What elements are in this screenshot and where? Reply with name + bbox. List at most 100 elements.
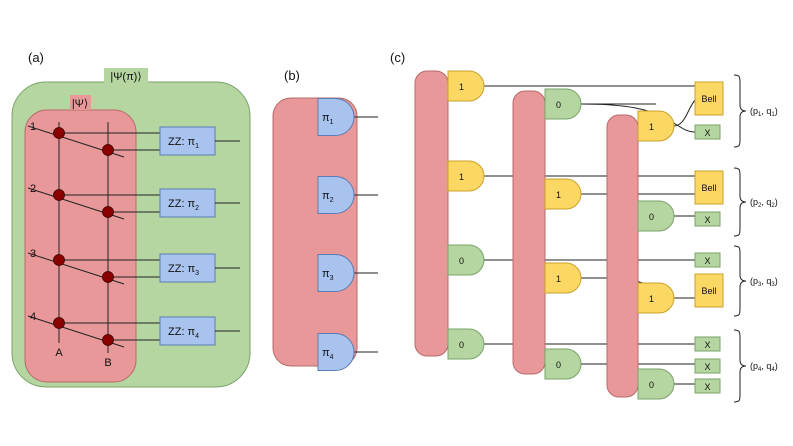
qubit-node [102,271,114,283]
pi-label: π3 [322,268,334,282]
pair-close: ) [775,197,778,207]
pi-label: π2 [322,190,334,204]
qubit-node [53,189,65,201]
zz-label: ZZ: π4 [168,326,199,340]
qubit-node [53,127,65,139]
bell-label: Bell [701,183,716,193]
bit-measurement [544,348,582,380]
x-box [694,211,721,227]
zz-subscript: 3 [195,270,199,277]
x-box [694,252,721,268]
bit-measurement [544,262,582,294]
zz-label: ZZ: π3 [168,263,199,277]
pair-separator: , q [761,197,771,207]
panel-label-a: (a) [28,50,44,65]
pair-close: ) [775,361,778,371]
inner-state-label: |Ψ⟩ [72,98,88,110]
brace [733,329,747,403]
bit-measurement [447,160,485,192]
panel-label-c: (c) [390,50,405,65]
bit-measurement [447,328,485,360]
pi-subscript: 4 [330,354,334,361]
brace [733,167,747,237]
qubit-number: 3 [30,248,36,260]
bell-label: Bell [701,94,716,104]
pi-measurement [317,333,355,371]
qubit-number: 2 [30,183,36,195]
bell-box [694,81,724,116]
column-label-a: A [55,347,63,359]
zz-label: ZZ: π2 [168,198,199,212]
bit-measurement [637,200,675,232]
qubit-node [102,206,114,218]
pair-subscript: 2 [771,203,775,209]
x-box [694,336,721,352]
bit-value: 1 [459,172,464,182]
bit-value: 0 [459,340,464,350]
bit-value: 0 [649,380,654,390]
outer-state-label-bg [104,68,148,83]
column-label-b: B [104,357,111,369]
x-label: X [704,256,710,266]
bit-measurement [637,110,675,142]
pi-measurement [317,98,355,136]
x-label: X [704,382,710,392]
bell-label: Bell [701,286,716,296]
state-block-1 [414,70,449,357]
pair-subscript: 1 [771,112,775,118]
x-label: X [704,362,710,372]
qubit-number: 4 [30,311,36,323]
pi-label: π1 [322,112,334,126]
pi-measurements: π1 π2 π3 π4 [317,98,378,371]
pair-label: (p1, q1) [750,106,778,118]
x-box [694,124,721,140]
bit-measurement [544,88,582,120]
panel-label-b: (b) [284,68,300,83]
qubit-node [102,334,114,346]
pair-subscript: 2 [758,203,762,209]
outer-state-label: |Ψ(π)⟩ [110,71,141,83]
bit-value: 0 [556,360,561,370]
pair-label: (p3, q3) [750,276,778,288]
pair-subscript: 3 [758,282,762,288]
pair-subscript: 1 [758,112,762,118]
pair-subscript: 4 [771,367,775,373]
inner-state-box [24,109,137,383]
qubit-node [53,317,65,329]
crossing-wire [673,99,696,127]
brace [733,74,747,148]
bit-measurement [637,282,675,314]
x-label: X [704,340,710,350]
bit-measurement [544,178,582,210]
brace [733,245,747,317]
qubit-node [102,144,114,156]
pair-close: ) [775,276,778,286]
pi-measurement [317,176,355,214]
bit-measurement [447,70,485,102]
pi-label: π4 [322,347,334,361]
x-box [694,358,721,374]
pi-subscript: 3 [330,275,334,282]
zz-measurement-box [159,126,216,156]
qubit-number: 1 [30,121,36,133]
bit-measurement [447,244,485,276]
pair-separator: , q [761,276,771,286]
bell-box [694,273,724,308]
x-label: X [704,128,710,138]
pi-subscript: 1 [330,119,334,126]
state-prep-block [272,97,358,367]
pair-label: (p4, q4) [750,361,778,373]
state-block-2 [512,90,546,375]
x-label: X [704,215,710,225]
x-box [694,378,721,394]
bit-value: 0 [556,100,561,110]
zz-label: ZZ: π1 [168,136,199,150]
zz-subscript: 4 [195,333,199,340]
zz-subscript: 1 [195,143,199,150]
zz-measurement-box [159,253,216,283]
bit-value: 1 [649,294,654,304]
